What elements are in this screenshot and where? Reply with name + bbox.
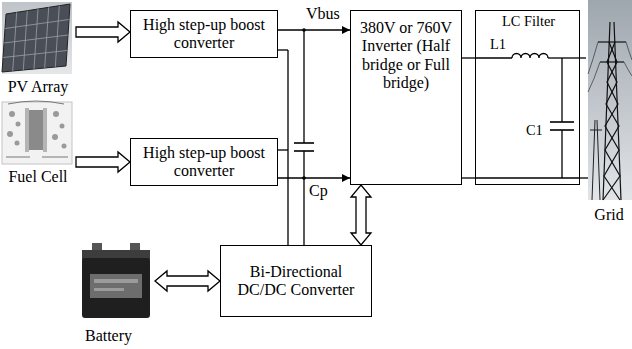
node-text: PV Array: [8, 78, 69, 96]
pv-array-picture: [2, 2, 72, 74]
wire-connector: [462, 57, 475, 58]
node-text: Fuel Cell: [8, 168, 67, 186]
fuel-cell-image: Fuel Cell: [0, 100, 76, 188]
block-arrow: [76, 152, 130, 172]
wire-connector: [580, 57, 586, 58]
node-text: C1: [526, 123, 543, 137]
wire-connector: [278, 29, 350, 30]
grid-image: Grid: [586, 0, 632, 226]
node-text: High step-up boost converter: [137, 16, 271, 53]
node-text: High step-up boost converter: [137, 144, 271, 181]
capacitor-symbol: [294, 143, 314, 151]
capacitor-symbol: [550, 58, 574, 178]
label-text: Cp: [309, 183, 328, 199]
block-arrow: [76, 22, 130, 42]
inductor-symbol: [475, 54, 580, 179]
node-text: LC Filter: [476, 14, 581, 28]
filter-box: LC FilterL1C1: [475, 10, 580, 185]
junction-dot: [302, 28, 306, 180]
node-text: 380V or 760V Inverter (Half bridge or Fu…: [357, 19, 455, 93]
node-text: Battery: [85, 327, 132, 345]
battery-image: Battery: [62, 238, 155, 347]
node-text: L1: [490, 37, 506, 51]
battery-picture: [82, 243, 150, 318]
node-text: Grid: [594, 206, 623, 224]
wire-connector: [278, 177, 350, 178]
inverter-box: 380V or 760V Inverter (Half bridge or Fu…: [350, 10, 462, 185]
process-box: Bi-Directional DC/DC Converter: [220, 245, 372, 317]
process-box: High step-up boost converter: [130, 10, 278, 58]
grid-picture: [588, 0, 632, 200]
block-arrow: [155, 271, 220, 291]
node-text: Bi-Directional DC/DC Converter: [227, 263, 365, 300]
label-text: Vbus: [306, 6, 340, 22]
process-box: High step-up boost converter: [130, 138, 278, 186]
fuel-cell-picture: [2, 101, 72, 164]
pv-array-image: PV Array: [0, 0, 76, 98]
block-arrow: [351, 185, 371, 245]
